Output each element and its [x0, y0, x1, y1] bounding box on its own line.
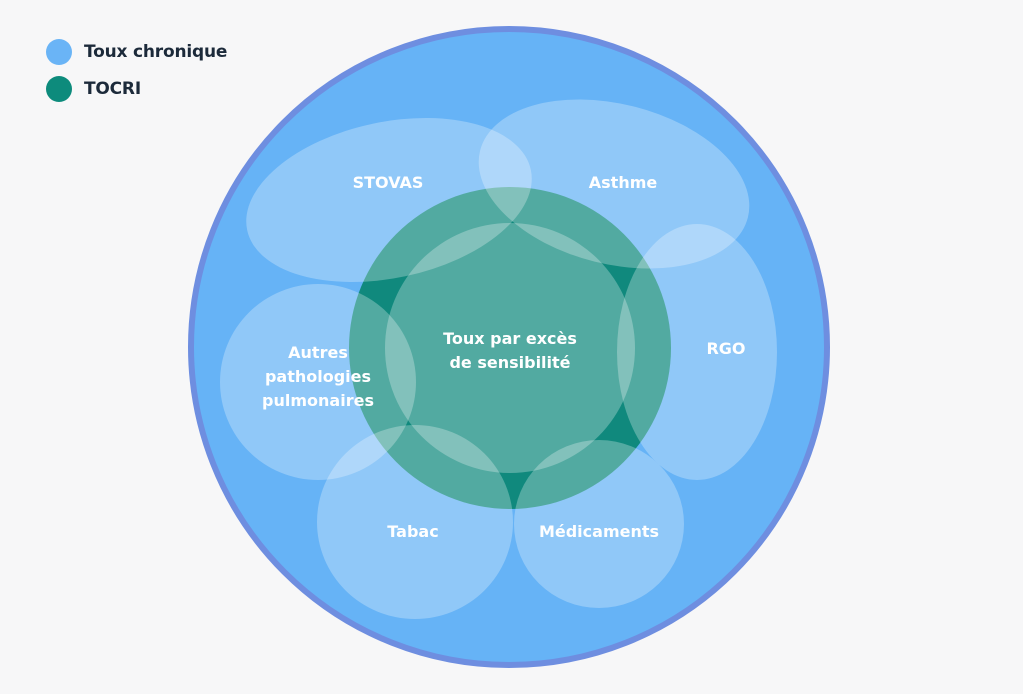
legend-item-tocri: TOCRI: [46, 75, 227, 103]
label-center-line2: de sensibilité: [449, 353, 570, 372]
label-autres-line1: Autres: [288, 343, 348, 362]
label-asthme: Asthme: [589, 173, 658, 192]
legend-item-toux-chronique: Toux chronique: [46, 38, 227, 66]
petal-center-hub: [385, 223, 635, 473]
petal-tabac: [317, 425, 513, 619]
label-stovas: STOVAS: [353, 173, 424, 192]
legend-label-toux-chronique: Toux chronique: [84, 42, 228, 62]
core-circle-tocri: [349, 187, 671, 509]
petal-medicaments: [514, 440, 684, 608]
legend-label-tocri: TOCRI: [84, 79, 141, 99]
label-medicaments: Médicaments: [539, 522, 659, 541]
petal-autres-pathologies: [220, 284, 416, 480]
petal-stovas: [246, 117, 532, 283]
legend-swatch-tocri: [46, 76, 72, 102]
label-tabac: Tabac: [387, 522, 438, 541]
petal-asthme: [478, 99, 750, 269]
petal-rgo: [617, 224, 777, 480]
label-autres-line3: pulmonaires: [262, 391, 374, 410]
label-center-line1: Toux par excès: [443, 329, 577, 348]
legend-swatch-toux-chronique: [46, 39, 72, 65]
label-autres-line2: pathologies: [265, 367, 371, 386]
legend: Toux chronique TOCRI: [46, 38, 227, 112]
label-rgo: RGO: [706, 339, 745, 358]
